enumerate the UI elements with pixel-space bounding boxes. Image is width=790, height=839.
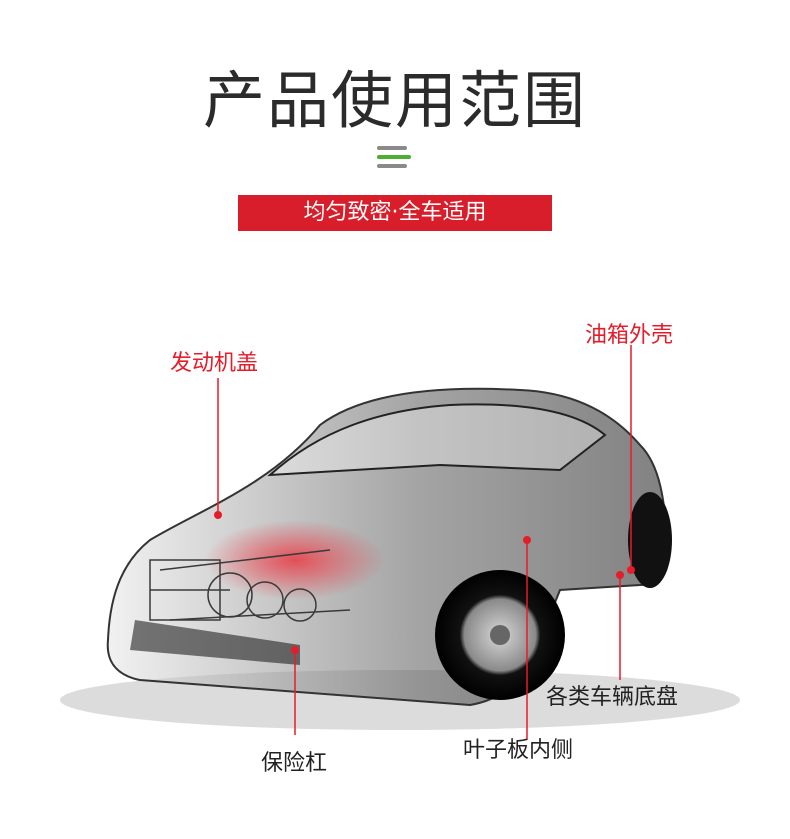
car-stage — [0, 260, 790, 839]
dot-hood — [214, 511, 222, 519]
page-title: 产品使用范围 — [202, 64, 587, 137]
divider-bar-gray-bottom — [377, 164, 407, 168]
callout-tank: 油箱外壳 — [585, 323, 674, 348]
car-grille — [130, 620, 300, 665]
title-divider — [377, 146, 411, 170]
callout-fender: 叶子板内侧 — [463, 738, 574, 763]
dot-tank — [627, 566, 635, 574]
engine-highlight — [205, 520, 385, 600]
callout-hood: 发动机盖 — [170, 351, 259, 376]
divider-bar-green — [377, 155, 411, 159]
banner: 均匀致密·全车适用 — [238, 195, 552, 231]
dot-underbody — [616, 571, 624, 579]
callout-underbody: 各类车辆底盘 — [546, 685, 679, 710]
dot-fender — [523, 536, 531, 544]
front-wheel-hub — [490, 625, 510, 645]
callout-bumper: 保险杠 — [261, 751, 328, 776]
car-glass — [267, 403, 607, 477]
car-illustration — [60, 345, 740, 740]
engine-block — [149, 549, 351, 622]
dot-bumper — [291, 646, 299, 654]
divider-bar-gray-top — [377, 146, 407, 150]
rear-wheel — [628, 492, 672, 588]
